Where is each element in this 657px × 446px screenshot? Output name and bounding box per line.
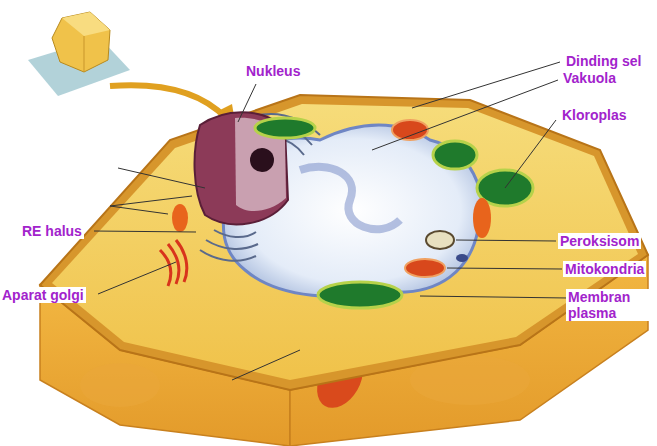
chloroplast [255,118,533,308]
golgi-label: Aparat golgi [0,287,86,303]
smooth-er-label: RE halus [20,223,84,239]
mitochondrion [172,120,491,277]
inset-cube [28,12,236,128]
cell-wall-label: Dinding sel [564,53,643,69]
mitochondria-label: Mitokondria [563,261,646,277]
plasma-membrane-label: Membran plasma [566,289,654,321]
cell-body [40,95,648,446]
nucleus-label: Nukleus [244,63,302,79]
vacuole-label: Vakuola [561,70,618,86]
leader-line [94,62,568,380]
chloroplast-label: Kloroplas [560,107,629,123]
peroxisome-label: Peroksisom [558,233,641,249]
peroxisome [426,231,454,249]
